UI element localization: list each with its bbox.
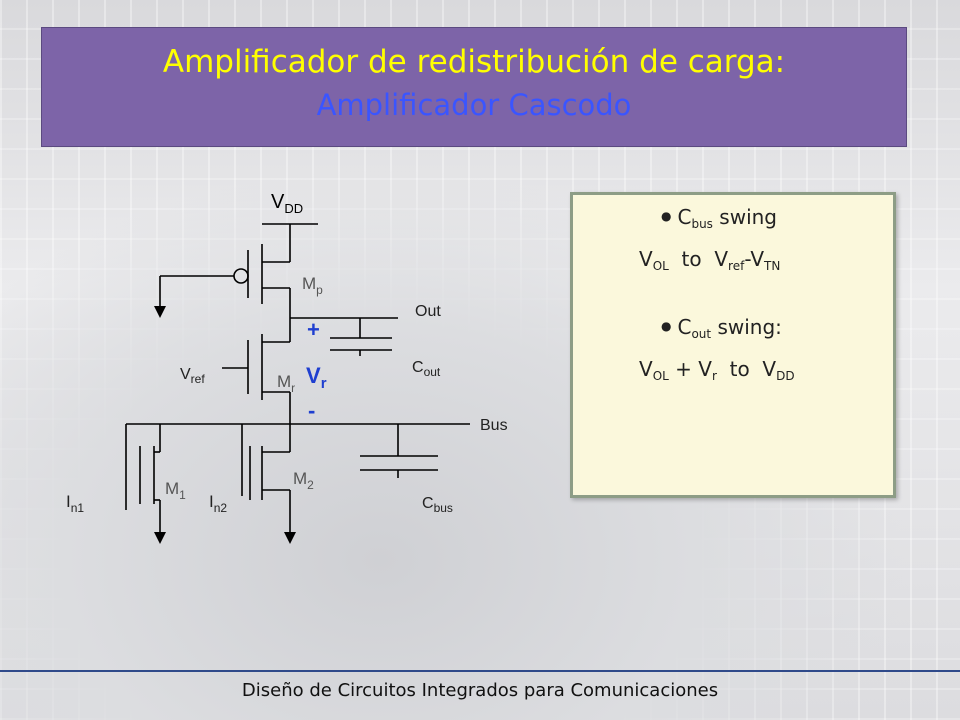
vr-label: Vr bbox=[306, 363, 327, 392]
swing-notes-box: ●Cbus swing VOL to Vref-VTN ●Cout swing:… bbox=[570, 192, 896, 498]
bullet-icon: ● bbox=[661, 319, 672, 333]
in1-arrow-icon bbox=[154, 532, 166, 544]
slide-title: Amplificador de redistribución de carga: bbox=[162, 44, 786, 80]
bus-label: Bus bbox=[480, 417, 508, 434]
slide-subtitle: Amplificador Cascodo bbox=[316, 88, 632, 122]
m2-label: M2 bbox=[293, 469, 314, 492]
cout-swing-range: VOL + Vr to VDD bbox=[639, 357, 795, 383]
capacitor-cbus bbox=[360, 424, 438, 478]
in2-arrow-icon bbox=[284, 532, 296, 544]
cbus-swing-bullet: ●Cbus swing bbox=[661, 205, 777, 231]
plus-label: + bbox=[307, 317, 320, 342]
minus-label: - bbox=[308, 398, 315, 423]
footer-divider bbox=[0, 670, 960, 672]
transistor-m2 bbox=[241, 424, 291, 535]
cout-swing-bullet: ●Cout swing: bbox=[661, 315, 782, 341]
footer-text: Diseño de Circuitos Integrados para Comu… bbox=[241, 680, 719, 701]
in2-label: In2 bbox=[209, 492, 227, 515]
transistor-m1 bbox=[125, 424, 161, 535]
transistor-mp bbox=[159, 244, 290, 308]
mr-label: Mr bbox=[277, 372, 295, 395]
m1-label: M1 bbox=[165, 479, 186, 502]
out-label: Out bbox=[415, 303, 441, 320]
vdd-label: VDD bbox=[271, 191, 303, 216]
cbus-label: Cbus bbox=[422, 495, 453, 515]
cout-label: Cout bbox=[412, 359, 441, 379]
capacitor-cout bbox=[330, 318, 392, 356]
mp-gate-arrow-icon bbox=[154, 306, 166, 318]
transistor-mr bbox=[222, 334, 290, 400]
cbus-swing-range: VOL to Vref-VTN bbox=[639, 247, 781, 273]
in1-label: In1 bbox=[66, 492, 84, 515]
vref-label: Vref bbox=[180, 366, 205, 386]
cascode-amplifier-schematic: VDD Mp Out + Cout Vref Mr Vr - Bus M2 M1… bbox=[66, 191, 508, 544]
title-banner: Amplificador de redistribución de carga:… bbox=[41, 27, 907, 147]
mp-label: Mp bbox=[302, 274, 323, 297]
bullet-icon: ● bbox=[661, 209, 672, 223]
